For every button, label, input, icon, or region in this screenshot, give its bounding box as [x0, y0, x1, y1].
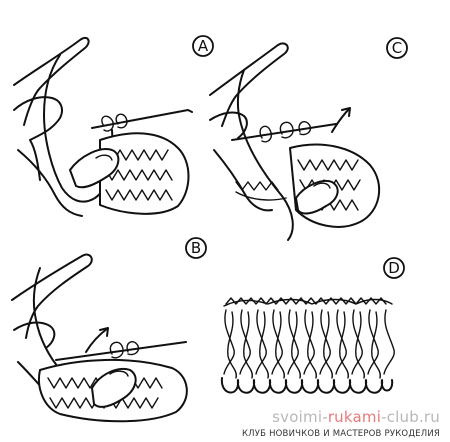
- panel-c-yarn: [236, 69, 294, 241]
- panel-b-label-badge: B: [185, 237, 207, 259]
- panel-c-label: C: [392, 39, 402, 57]
- panel-a-label-badge: A: [192, 35, 214, 57]
- panel-b: B: [11, 237, 207, 423]
- panel-c: C: [209, 37, 408, 241]
- panel-c-hook: [231, 123, 337, 141]
- panel-b-hook-loops: [109, 341, 140, 359]
- panel-a-label: A: [198, 37, 209, 55]
- panel-d-top-chain-stitches: [225, 297, 387, 305]
- panel-a-thumbnail: [95, 154, 113, 161]
- panel-a-hook-loops: [101, 113, 128, 132]
- panel-d-bottom-loops: [220, 377, 394, 394]
- panel-c-arrow: [331, 107, 351, 133]
- panel-b-yarn: [32, 267, 63, 373]
- panel-c-hook-loops: [259, 121, 312, 143]
- panel-c-lower-stitches: [235, 181, 287, 201]
- panel-a: A: [13, 35, 214, 217]
- panel-d-stitch-columns: [223, 309, 395, 379]
- watermark-site: svoimi-rukami-club.ru: [272, 408, 440, 426]
- panel-b-arrow: [85, 327, 109, 353]
- panel-b-thumbnail: [109, 370, 129, 377]
- panel-a-fabric: [99, 132, 190, 215]
- watermark-tagline: КЛУБ НОВИЧКОВ И МАСТЕРОВ РУКОДЕЛИЯ: [241, 429, 440, 439]
- panel-d-label: D: [388, 259, 400, 277]
- watermark-site-part3: -club.ru: [381, 408, 440, 426]
- panel-a-index-finger: [13, 36, 90, 126]
- panel-c-thumb: [295, 180, 339, 215]
- panel-c-label-badge: C: [386, 37, 408, 59]
- panel-b-hook: [55, 341, 187, 361]
- panel-d: D: [220, 257, 405, 394]
- panel-c-index-finger: [209, 42, 289, 127]
- panel-b-label: B: [191, 239, 201, 257]
- watermark-site-part1: svoimi-: [272, 408, 328, 426]
- panel-c-thumbnail: [313, 182, 331, 189]
- panel-a-hook: [91, 109, 193, 129]
- panel-a-thumb: [69, 148, 120, 189]
- watermark-site-part2: rukami: [327, 408, 382, 426]
- panel-b-thumb: [91, 368, 137, 408]
- panel-d-label-badge: D: [383, 257, 405, 279]
- panel-d-top-chain: [223, 298, 393, 307]
